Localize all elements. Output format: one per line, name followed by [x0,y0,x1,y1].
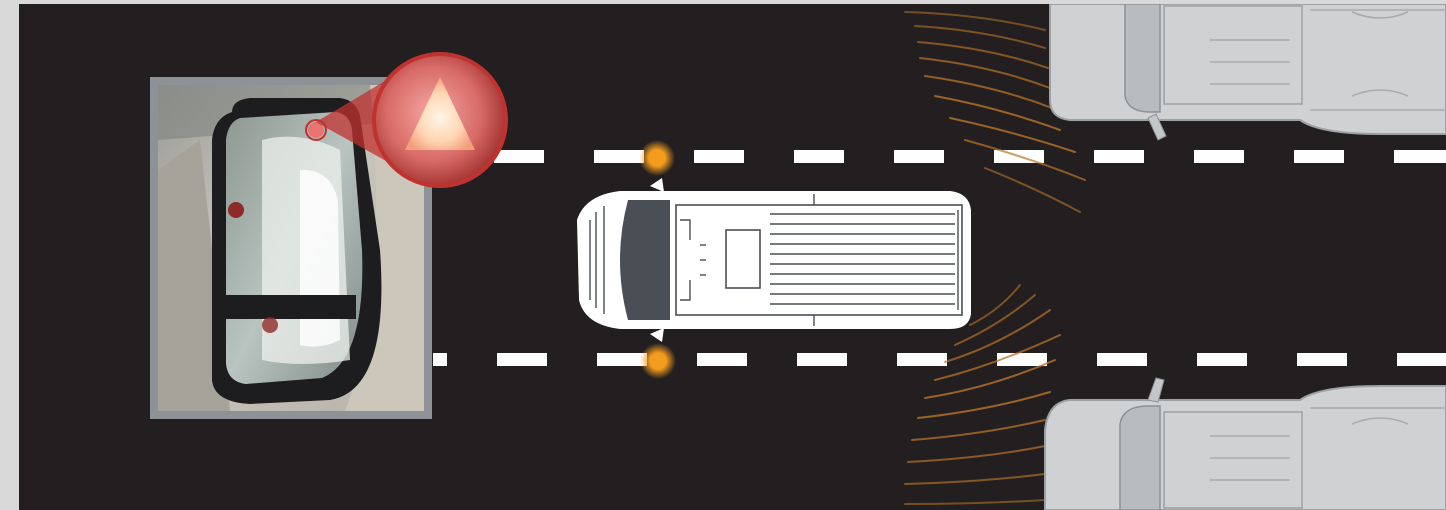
adjacent-vehicle-upper [1050,4,1446,140]
turn-signal-light-right [640,343,676,379]
ego-vehicle [578,178,970,342]
turn-signal-light-left [639,140,675,176]
